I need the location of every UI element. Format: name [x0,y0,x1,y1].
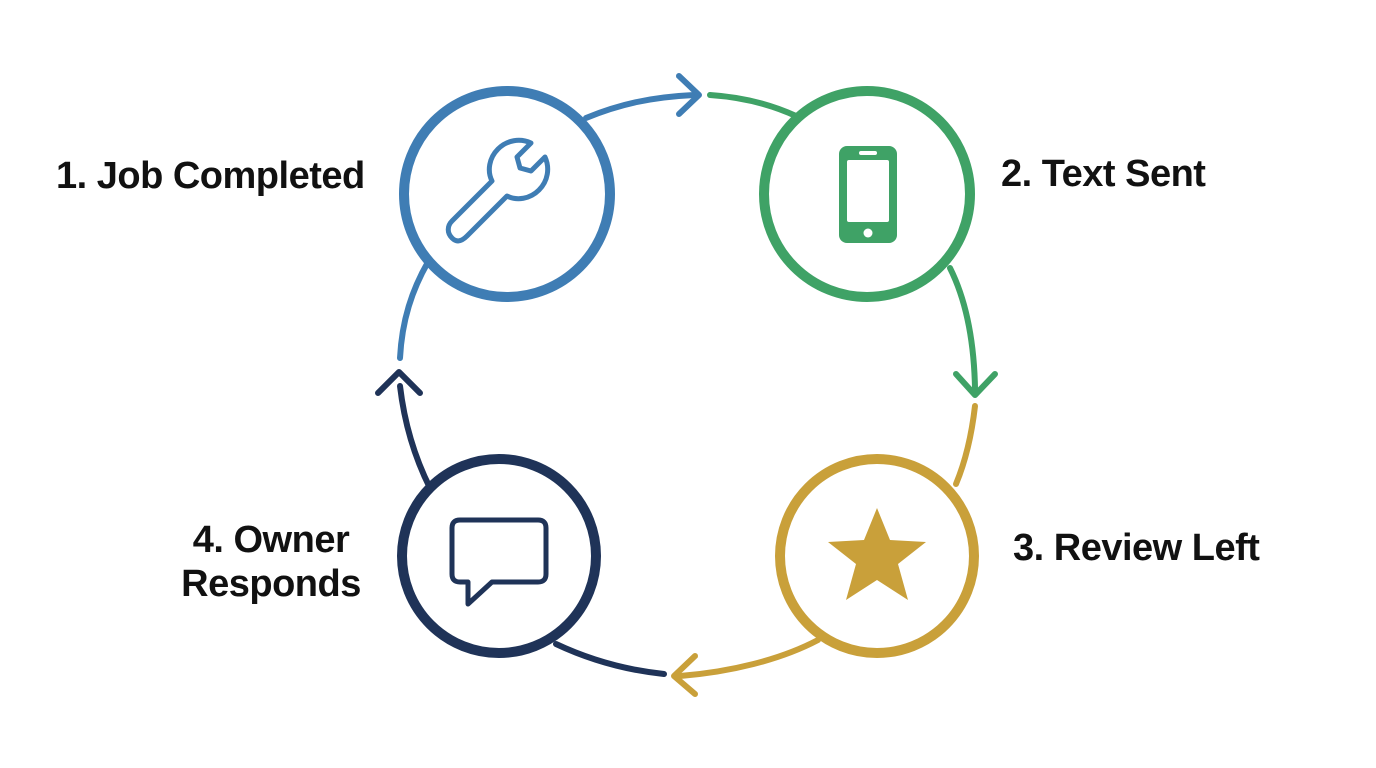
step-4-label: 4. Owner Responds [178,518,364,606]
connector-green-top [707,92,799,119]
arrowhead-right [676,73,702,117]
star-icon [828,508,926,600]
wrench-icon [445,137,551,244]
connector-navy-left [397,383,433,491]
connector-gold-right [953,403,978,487]
arrowhead-down [953,371,998,398]
step-4-circle [397,454,601,658]
connector-gold-bottom [677,637,821,679]
step-4-label-line-2: Responds [181,563,361,605]
arrowhead-up [375,369,423,396]
arrowhead-left [671,653,698,697]
smartphone-icon [839,146,897,243]
step-3-label: 3. Review Left [1013,527,1260,569]
connector-green-right [947,265,978,391]
connector-blue-top [583,92,697,121]
speech-bubble-icon [449,517,549,607]
step-1-label: 1. Job Completed [56,155,365,197]
step-2-label: 2. Text Sent [1001,153,1206,195]
connector-navy-bottom [553,641,667,677]
connector-blue-left [397,259,431,361]
step-4-label-line-1: 4. Owner [192,519,350,561]
